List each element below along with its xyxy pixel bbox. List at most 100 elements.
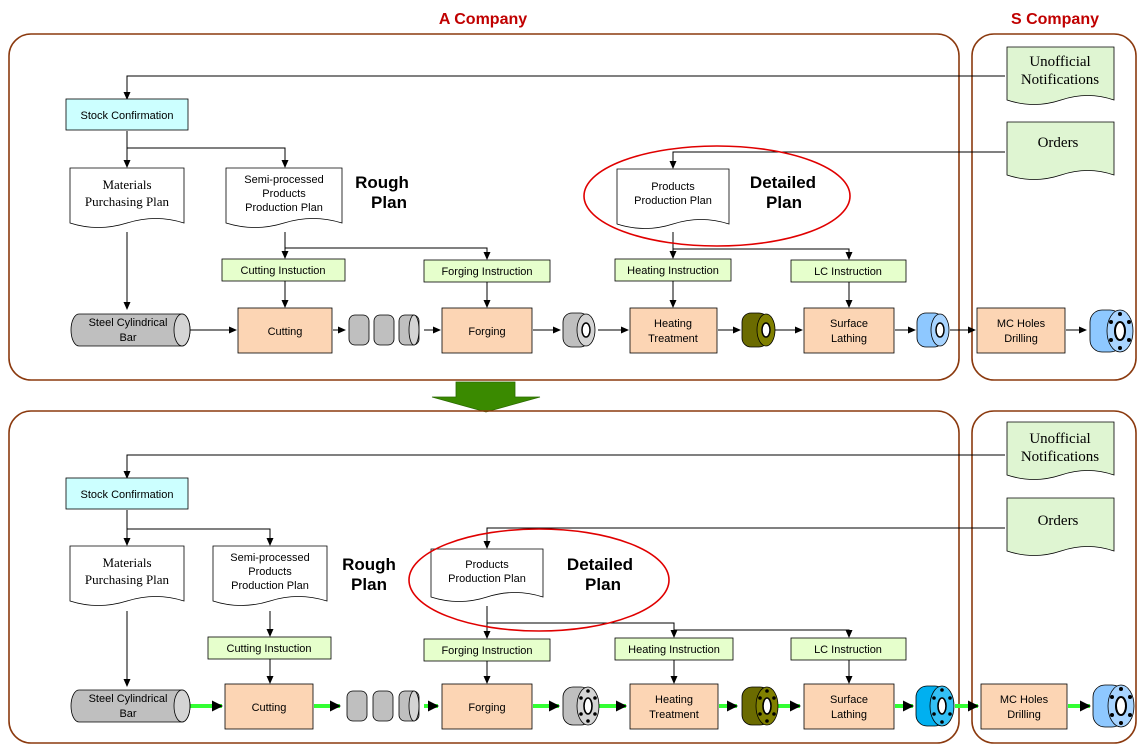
- heating-process-box: [629, 683, 719, 730]
- steel-bar-cylinder: [70, 689, 191, 723]
- cutting-process-box: [224, 683, 314, 730]
- rough-plan-label-1: Rough: [355, 173, 409, 192]
- mc-process-line2: Drilling: [1004, 333, 1038, 345]
- rough-plan-label-1: Rough: [342, 555, 396, 574]
- semi-processed-plan-doc: [225, 167, 343, 228]
- cutting-process-label: Cutting: [268, 326, 303, 338]
- cutting-process-label: Cutting: [252, 702, 287, 714]
- mc-process-box: [980, 683, 1068, 730]
- s-company-frame-bottom: [971, 410, 1137, 744]
- heat-treated-holed-ring-icon: [741, 686, 779, 726]
- products-plan-line1: Products: [651, 181, 695, 193]
- heating-process-line2: Treatment: [648, 333, 698, 345]
- s-company-title: S Company: [1011, 11, 1099, 28]
- top-panel: Stock Confirmation Materials Purchasing …: [8, 33, 1137, 381]
- surface-process-line2: Lathing: [831, 333, 867, 345]
- detailed-plan-highlight-circle: [408, 528, 670, 632]
- mc-process-line2: Drilling: [1007, 709, 1041, 721]
- materials-plan-doc: [69, 167, 185, 228]
- unofficial-to-stock-line: [123, 75, 1005, 100]
- bottom-panel: Stock Confirmation Materials Purchasing …: [8, 410, 1137, 744]
- semi-plan-line3: Production Plan: [231, 580, 309, 592]
- materials-plan-line1: Materials: [102, 177, 151, 192]
- lc-instruction-label: LC Instruction: [814, 266, 882, 278]
- unofficial-to-stock-line: [123, 454, 1005, 479]
- products-to-lc-instr-line: [673, 248, 853, 260]
- orders-to-products-line: [483, 527, 1005, 549]
- forging-process-label: Forging: [468, 702, 505, 714]
- semi-plan-line1: Semi-processed: [244, 174, 323, 186]
- surface-process-line2: Lathing: [831, 709, 867, 721]
- transition-arrow: [431, 381, 541, 413]
- materials-plan-line2: Purchasing Plan: [85, 572, 170, 587]
- steel-bar-line1: Steel Cylindrical: [89, 693, 168, 705]
- forging-instruction-box: [423, 259, 551, 283]
- lathed-holed-ring-icon: [915, 685, 955, 727]
- forging-process-box: [441, 683, 533, 730]
- cut-billets-icon: [346, 690, 420, 722]
- lc-instruction-label: LC Instruction: [814, 644, 882, 656]
- mc-process-line1: MC Holes: [997, 318, 1046, 330]
- detailed-plan-highlight-circle: [583, 145, 851, 247]
- products-to-heating-instr-line: [487, 622, 678, 638]
- detailed-plan-label-2: Plan: [585, 575, 621, 594]
- orders-doc: [1006, 121, 1115, 180]
- heating-process-box: [629, 307, 718, 354]
- heating-process-line1: Heating: [655, 694, 693, 706]
- heating-process-line1: Heating: [654, 318, 692, 330]
- semi-to-forging-instr-line: [285, 247, 491, 260]
- forging-process-box: [441, 307, 533, 354]
- heat-treated-ring-icon: [741, 312, 776, 348]
- orders-label: Orders: [1038, 135, 1079, 151]
- a-company-title: A Company: [439, 11, 527, 28]
- heating-instruction-box: [614, 258, 732, 282]
- forging-instruction-label: Forging Instruction: [441, 645, 532, 657]
- cut-billets-icon: [348, 314, 420, 346]
- stock-confirmation-box: [65, 98, 189, 131]
- orders-doc: [1006, 497, 1115, 556]
- unofficial-notifications-line2: Notifications: [1021, 72, 1099, 88]
- a-company-frame-top: [8, 33, 960, 381]
- orders-to-products-line: [669, 151, 1005, 169]
- steel-bar-line2: Bar: [119, 708, 136, 720]
- rough-plan-label-2: Plan: [371, 193, 407, 212]
- rough-plan-label-2: Plan: [351, 575, 387, 594]
- materials-plan-doc: [69, 545, 185, 606]
- detailed-plan-label-1: Detailed: [750, 173, 816, 192]
- mc-process-box: [976, 307, 1066, 354]
- products-plan-line1: Products: [465, 559, 509, 571]
- surface-process-line1: Surface: [830, 318, 868, 330]
- semi-plan-line2: Products: [262, 188, 306, 200]
- surface-process-box: [803, 683, 895, 730]
- products-to-lc-instr-line: [674, 629, 853, 638]
- cutting-instruction-box: [221, 258, 346, 282]
- heating-instruction-box: [614, 637, 734, 661]
- cutting-instruction-label: Cutting Instuction: [227, 643, 312, 655]
- surface-process-line1: Surface: [830, 694, 868, 706]
- materials-plan-line2: Purchasing Plan: [85, 194, 170, 209]
- orders-label: Orders: [1038, 513, 1079, 529]
- unofficial-notifications-doc: [1006, 421, 1115, 480]
- unofficial-notifications-line1: Unofficial: [1029, 54, 1090, 70]
- unofficial-notifications-line2: Notifications: [1021, 449, 1099, 465]
- semi-plan-line3: Production Plan: [245, 202, 323, 214]
- drilled-ring-icon: [1092, 684, 1135, 728]
- heating-instruction-label: Heating Instruction: [628, 644, 720, 656]
- lc-instruction-box: [790, 637, 907, 661]
- detailed-plan-label-1: Detailed: [567, 555, 633, 574]
- forging-instruction-box: [423, 638, 551, 662]
- semi-plan-line1: Semi-processed: [230, 552, 309, 564]
- unofficial-notifications-doc: [1006, 46, 1115, 105]
- semi-plan-line2: Products: [248, 566, 292, 578]
- heating-process-line2: Treatment: [649, 709, 699, 721]
- forging-instruction-label: Forging Instruction: [441, 266, 532, 278]
- mc-process-line1: MC Holes: [1000, 694, 1049, 706]
- stock-to-semi-line: [127, 147, 289, 168]
- steel-bar-line2: Bar: [119, 332, 136, 344]
- products-plan-line2: Production Plan: [634, 195, 712, 207]
- drilled-ring-icon: [1089, 309, 1134, 353]
- lathed-ring-icon: [916, 312, 950, 348]
- products-plan-line2: Production Plan: [448, 573, 526, 585]
- detailed-plan-label-2: Plan: [766, 193, 802, 212]
